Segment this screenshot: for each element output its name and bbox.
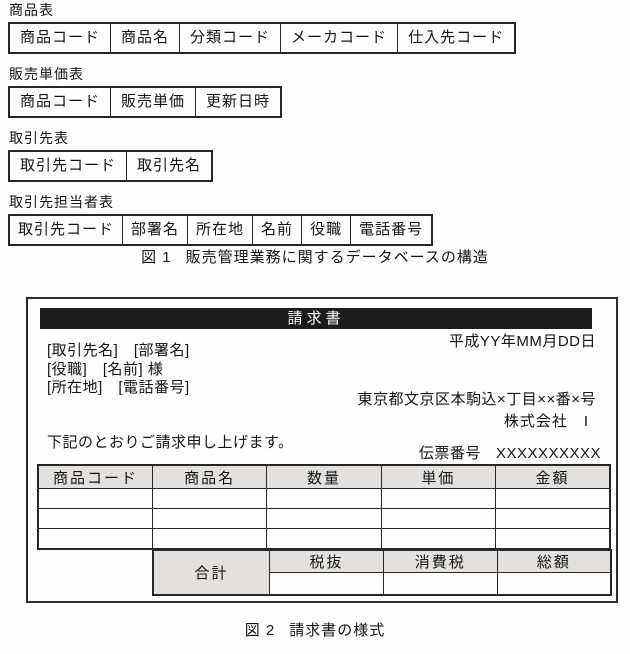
table-group-unit-price: 販売単価表 商品コード 販売単価 更新日時 (8, 66, 516, 118)
column-cell: 商品コード (8, 86, 112, 118)
total-header-cell: 総額 (496, 549, 612, 573)
table-row: 商品コード 販売単価 更新日時 (8, 86, 282, 118)
column-cell: メーカコード (280, 22, 399, 54)
column-cell: 電話番号 (350, 214, 433, 246)
total-header-cell: 消費税 (382, 549, 498, 573)
slip-number-value: XXXXXXXXXX (495, 445, 601, 462)
empty-cell (495, 508, 611, 529)
column-cell: 分類コード (179, 22, 282, 54)
table-row: 商品コード 商品名 分類コード メーカコード 仕入先コード (8, 22, 516, 54)
empty-cell (380, 528, 497, 550)
detail-empty-row (37, 508, 611, 529)
table-group-client-contact: 取引先担当者表 取引先コード 部署名 所在地 名前 役職 電話番号 (8, 194, 516, 246)
empty-cell (269, 571, 384, 595)
detail-header-cell: 商品名 (151, 464, 268, 489)
total-empty-row (153, 571, 612, 595)
product-table: 商品コード 商品名 分類コード メーカコード 仕入先コード (8, 22, 517, 54)
sender-company: 株式会社 I (503, 413, 589, 430)
figure1-caption-label: 図 1 (141, 249, 172, 266)
column-cell: 取引先コード (8, 214, 124, 246)
figure1-caption-text: 販売管理業務に関するデータベースの構造 (185, 249, 489, 266)
product-table-title: 商品表 (9, 2, 54, 18)
invoice-title-bar: 請求書 (40, 308, 592, 329)
sender-address: 東京都文京区本駒込×丁目××番×号 (357, 391, 596, 408)
invoice-title: 請求書 (287, 310, 345, 327)
empty-cell (380, 508, 497, 529)
detail-header-cell: 金額 (495, 464, 611, 489)
table-row: 取引先コード 取引先名 (8, 150, 213, 182)
invoice-recipient-block: [取引先名] [部署名] [役職] [名前] 様 [所在地] [電話番号] (47, 342, 190, 398)
invoice-detail-area: 商品コード 商品名 数量 単価 金額 合計 (37, 464, 612, 596)
total-header-cell: 税抜 (269, 549, 384, 573)
empty-cell (266, 508, 382, 529)
figure2-caption: 図 2 請求書の様式 (0, 619, 630, 640)
detail-empty-row (37, 488, 611, 509)
column-cell: 販売単価 (110, 86, 197, 118)
table-group-product: 商品表 商品コード 商品名 分類コード メーカコード 仕入先コード (8, 2, 517, 54)
empty-cell (496, 571, 612, 595)
column-cell: 商品名 (110, 22, 181, 54)
invoice-detail-table: 商品コード 商品名 数量 単価 金額 (37, 464, 611, 550)
column-cell: 名前 (252, 214, 303, 246)
column-cell: 商品コード (8, 22, 112, 54)
empty-cell (266, 528, 382, 550)
invoice-form: 請求書 平成YY年MM月DD日 [取引先名] [部署名] [役職] [名前] 様… (26, 297, 618, 603)
figure1-caption: 図 1 販売管理業務に関するデータベースの構造 (0, 246, 630, 267)
table-group-client: 取引先表 取引先コード 取引先名 (8, 130, 516, 182)
empty-cell (151, 488, 268, 509)
detail-header-cell: 単価 (380, 464, 497, 489)
empty-cell (382, 571, 498, 595)
column-cell: 更新日時 (195, 86, 282, 118)
client-table: 取引先コード 取引先名 (8, 150, 214, 182)
client-table-title: 取引先表 (9, 130, 69, 146)
slip-number-row: 伝票番号 XXXXXXXXXX (419, 442, 601, 463)
empty-cell (151, 508, 268, 529)
column-cell: 役職 (301, 214, 352, 246)
detail-empty-row (37, 528, 611, 550)
empty-cell (266, 488, 382, 509)
empty-cell (380, 488, 497, 509)
empty-cell (37, 508, 153, 529)
recipient-line: [所在地] [電話番号] (47, 379, 190, 396)
empty-cell (495, 488, 611, 509)
table-row: 取引先コード 部署名 所在地 名前 役職 電話番号 (8, 214, 433, 246)
slip-number-label: 伝票番号 (418, 445, 481, 462)
figure2-caption-label: 図 2 (244, 622, 276, 639)
detail-header-row: 商品コード 商品名 数量 単価 金額 (37, 464, 611, 489)
column-cell: 所在地 (187, 214, 254, 246)
invoice-date: 平成YY年MM月DD日 (448, 333, 596, 350)
detail-header-cell: 商品コード (37, 464, 153, 489)
recipient-line: [取引先名] [部署名] (47, 342, 190, 359)
figure2-caption-text: 請求書の様式 (289, 622, 386, 639)
total-label-cell: 合計 (152, 549, 270, 595)
empty-cell (37, 528, 153, 550)
figure1-database-structure: 商品表 商品コード 商品名 分類コード メーカコード 仕入先コード 販売単価表 … (8, 2, 517, 258)
unit-price-table: 商品コード 販売単価 更新日時 (8, 86, 283, 118)
client-contact-table: 取引先コード 部署名 所在地 名前 役職 電話番号 (8, 214, 434, 246)
empty-cell (37, 488, 153, 509)
invoice-greeting: 下記のとおりご請求申し上げます。 (47, 434, 294, 451)
column-cell: 部署名 (122, 214, 189, 246)
total-header-row: 合計 税抜 消費税 総額 (152, 549, 612, 595)
client-contact-table-title: 取引先担当者表 (9, 194, 114, 210)
recipient-line: [役職] [名前] 様 (47, 360, 164, 378)
column-cell: 取引先名 (126, 150, 213, 182)
empty-cell (495, 528, 611, 550)
invoice-total-table: 合計 税抜 消費税 総額 (152, 548, 612, 596)
empty-cell (151, 528, 268, 550)
column-cell: 仕入先コード (397, 22, 516, 54)
column-cell: 取引先コード (8, 150, 128, 182)
unit-price-table-title: 販売単価表 (9, 66, 84, 82)
detail-header-cell: 数量 (266, 464, 382, 489)
